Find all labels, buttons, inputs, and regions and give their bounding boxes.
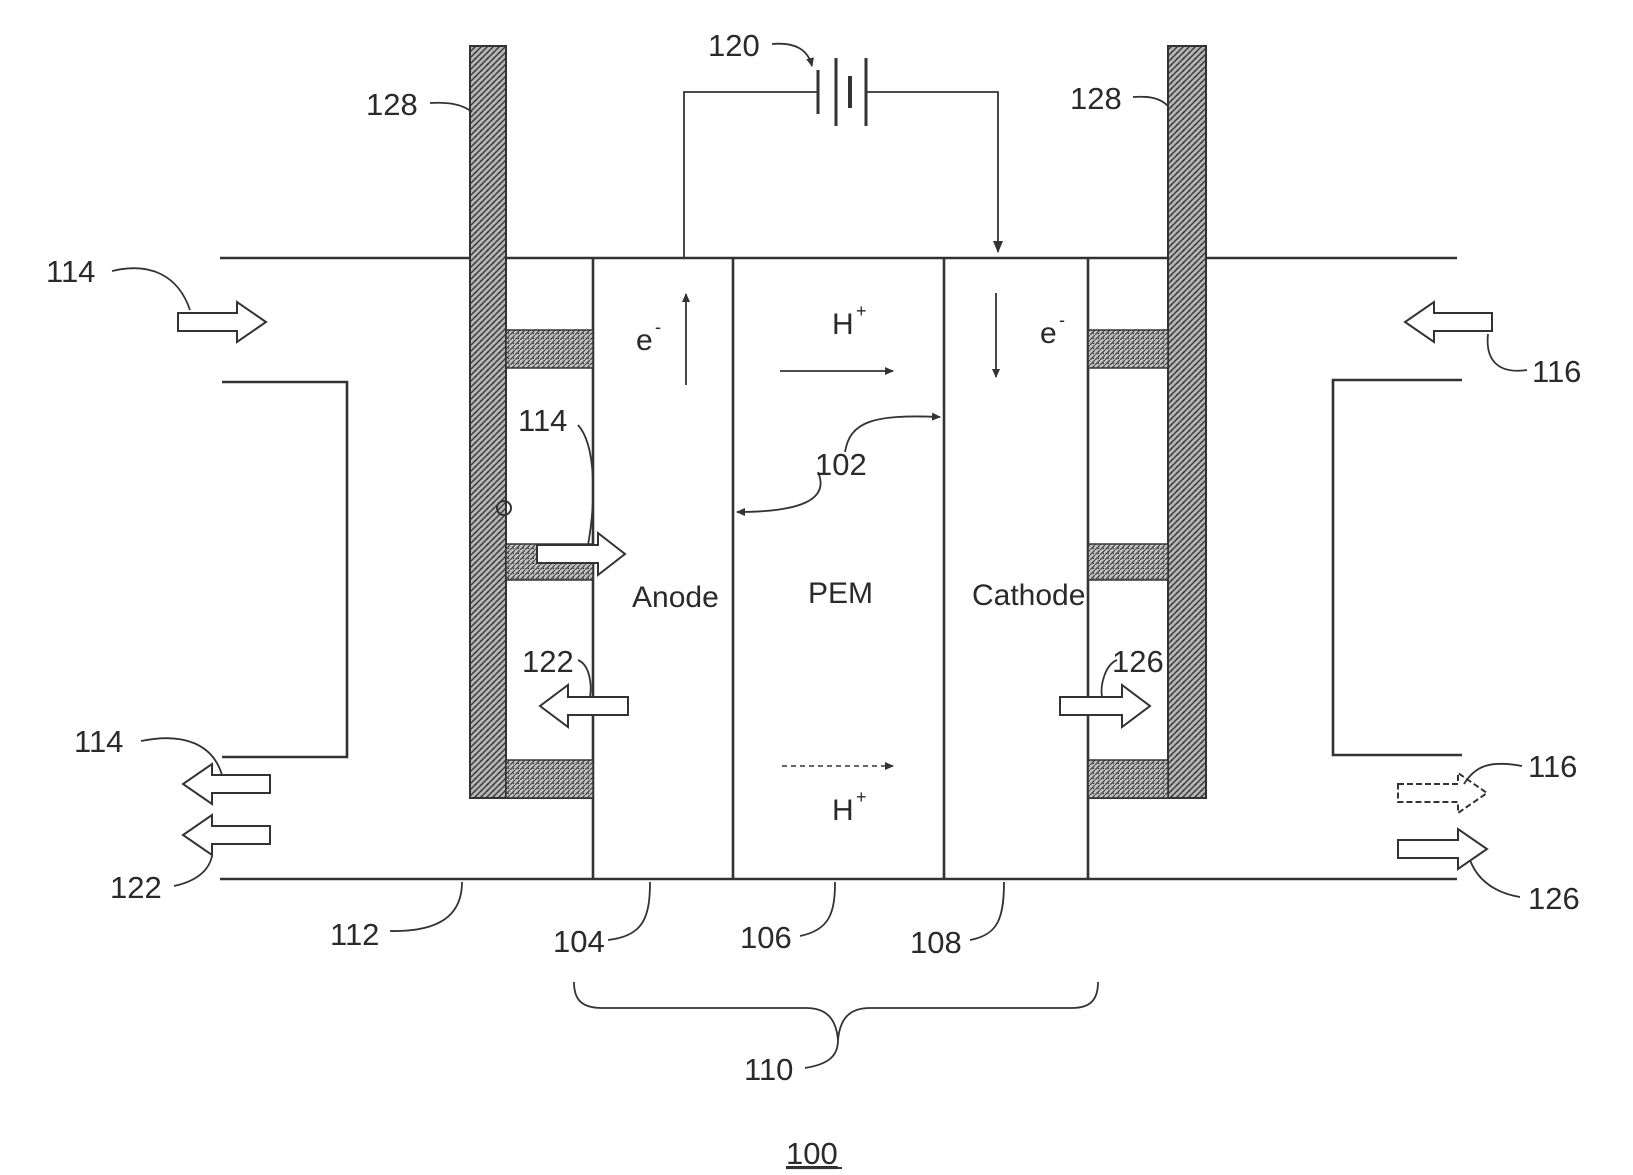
electron-sup-anode: - <box>655 317 661 337</box>
proton-sup-bottom: + <box>856 787 867 807</box>
leader-102-anode <box>737 472 821 512</box>
right-inlet-bracket <box>1333 380 1462 755</box>
inlet-arrow-114-top <box>178 302 266 342</box>
ref-128-left: 128 <box>366 87 418 122</box>
outlet-arrow-126-inner <box>1060 685 1150 727</box>
right-end-plate <box>1168 46 1206 798</box>
circuit-wire-left <box>684 92 818 258</box>
ref-114-inner: 114 <box>518 403 567 438</box>
ref-104: 104 <box>553 924 605 959</box>
ref-102: 102 <box>815 447 867 482</box>
region-anode: Anode <box>632 581 719 614</box>
proton-label-bottom: H <box>832 794 854 827</box>
ref-106: 106 <box>740 920 792 955</box>
outlet-arrow-126-bottom <box>1398 829 1487 869</box>
battery-icon <box>818 58 866 126</box>
proton-label-top: H <box>832 308 854 341</box>
outlet-arrow-114-bottom <box>183 764 270 804</box>
ref-116-top: 116 <box>1532 354 1581 389</box>
circuit-wire-right <box>866 92 998 252</box>
cell-layers <box>593 258 1088 879</box>
leader-116-bottom <box>1464 764 1522 784</box>
electron-label-cathode: e <box>1040 317 1057 350</box>
leader-128-right <box>1133 97 1168 106</box>
ref-110: 110 <box>744 1052 793 1087</box>
leader-114-inner <box>578 425 593 545</box>
proton-sup-top: + <box>856 301 867 321</box>
brace-110 <box>574 982 1098 1040</box>
right-end-plate-assembly <box>1088 46 1206 798</box>
region-pem: PEM <box>808 577 873 610</box>
leader-120 <box>772 44 812 66</box>
left-end-plate <box>470 46 506 798</box>
left-spacer-bottom <box>506 760 593 798</box>
leader-114-top <box>112 268 190 310</box>
figure-number: 100 <box>786 1136 838 1171</box>
ref-114-top: 114 <box>46 254 95 289</box>
leader-126-bottom <box>1470 860 1520 897</box>
right-spacer-middle <box>1088 544 1168 580</box>
ref-126-inner: 126 <box>1112 644 1164 679</box>
ref-108: 108 <box>910 925 962 960</box>
leader-lines <box>112 97 1527 940</box>
right-spacer-bottom <box>1088 760 1168 798</box>
region-cathode: Cathode <box>972 579 1085 612</box>
electron-label-anode: e <box>636 324 653 357</box>
leader-110 <box>805 1040 838 1068</box>
leader-106 <box>800 882 835 936</box>
housing <box>220 258 1462 879</box>
leader-122-inner <box>578 660 591 697</box>
ref-116-bottom: 116 <box>1528 749 1577 784</box>
left-spacer-top <box>506 330 593 368</box>
right-spacer-top <box>1088 330 1168 368</box>
leader-128-left <box>430 103 472 112</box>
outlet-arrow-122-inner <box>540 685 628 727</box>
electron-sup-cathode: - <box>1059 310 1065 330</box>
ref-122-bottom: 122 <box>110 870 162 905</box>
leader-108 <box>970 882 1004 940</box>
inlet-arrow-116-top <box>1405 302 1492 342</box>
ref-122-inner: 122 <box>522 644 574 679</box>
leader-116-top <box>1488 334 1527 371</box>
ref-114-bottom: 114 <box>74 724 123 759</box>
power-circuit <box>684 44 998 258</box>
leader-104 <box>608 882 650 940</box>
ref-126-bottom: 126 <box>1528 881 1580 916</box>
ref-120: 120 <box>708 28 760 63</box>
ref-128-right: 128 <box>1070 81 1122 116</box>
leader-112 <box>390 882 462 931</box>
ref-112: 112 <box>330 917 379 952</box>
outlet-arrow-116-bottom <box>1398 773 1487 813</box>
outlet-arrow-122-bottom <box>183 815 270 855</box>
leader-122-bottom <box>174 856 212 886</box>
left-inlet-bracket <box>222 382 347 757</box>
